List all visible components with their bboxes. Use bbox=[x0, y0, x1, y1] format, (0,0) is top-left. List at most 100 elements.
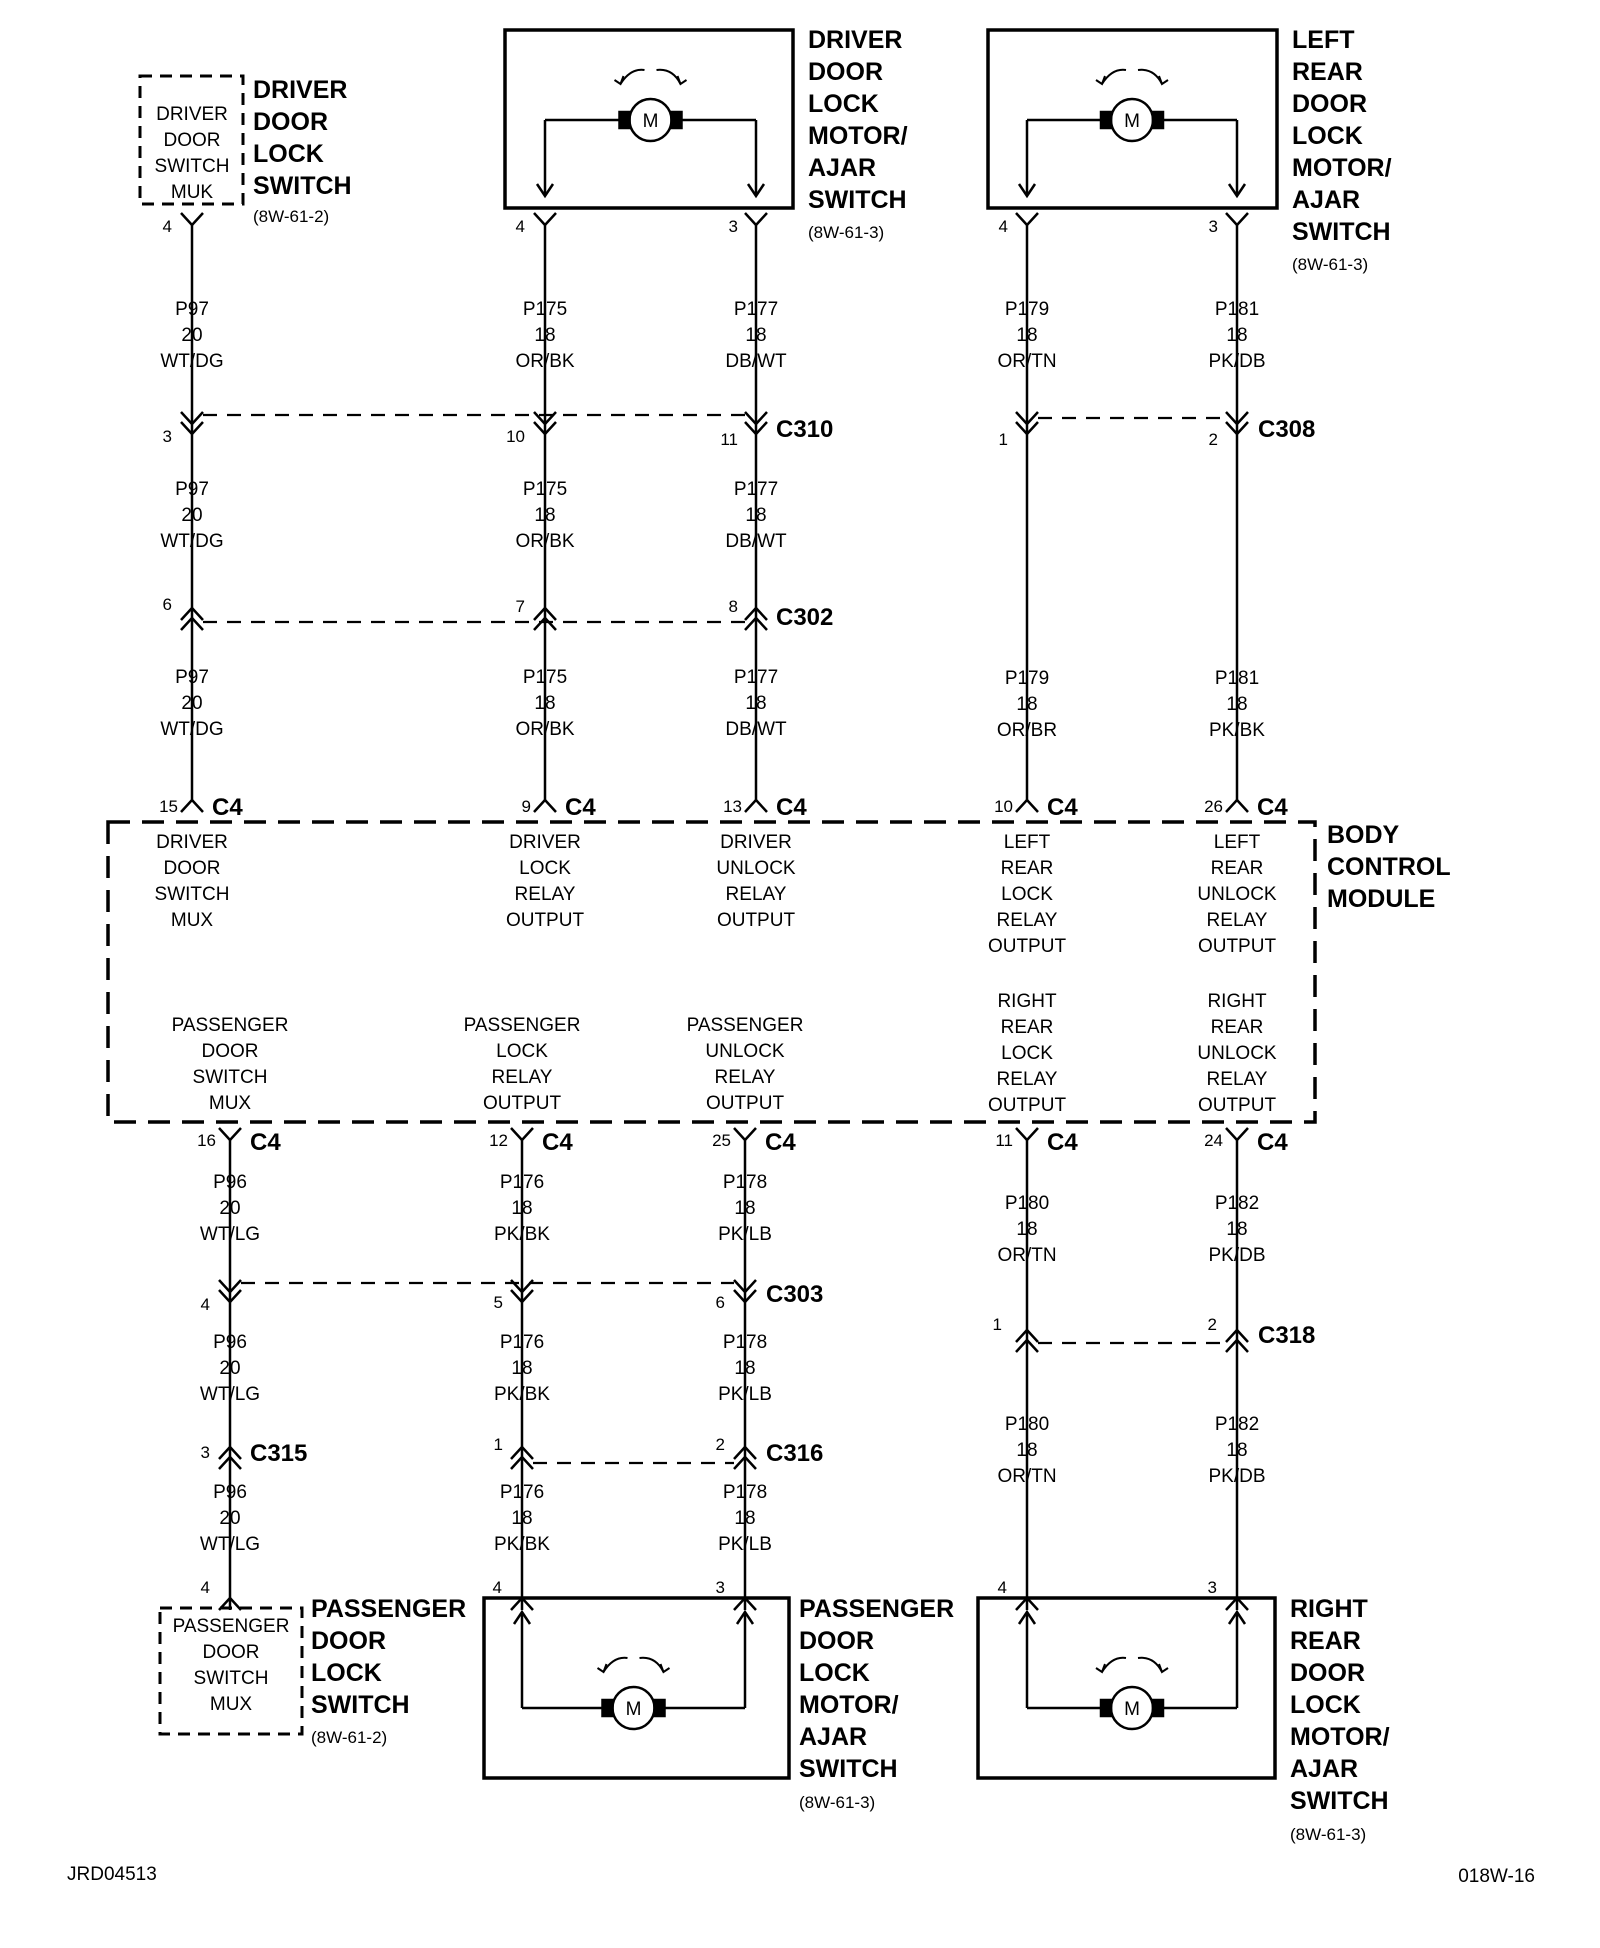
pin-number: 9 bbox=[522, 797, 531, 816]
pin-number: 1 bbox=[494, 1435, 503, 1454]
wire-label: WT/DG bbox=[160, 351, 223, 372]
arrow-icon bbox=[676, 75, 688, 86]
pin-number: 26 bbox=[1204, 797, 1223, 816]
component-title: DOOR bbox=[799, 1627, 874, 1655]
wire-label: 18 bbox=[1226, 1440, 1247, 1461]
motor-brush bbox=[1099, 110, 1113, 130]
connector-symbol bbox=[1225, 421, 1249, 436]
wire-label: PK/DB bbox=[1208, 1466, 1265, 1487]
wire-label: OR/BK bbox=[515, 719, 574, 740]
component-ref: (8W-61-2) bbox=[311, 1728, 387, 1747]
wire-label: WT/LG bbox=[200, 1224, 260, 1245]
connector-symbol bbox=[510, 1289, 534, 1304]
bcm-function-label: RELAY bbox=[1207, 910, 1268, 931]
arrow-icon bbox=[1158, 1663, 1169, 1674]
switch-box-text: SWITCH bbox=[194, 1668, 269, 1689]
bcm-function-label: RELAY bbox=[997, 910, 1058, 931]
connector-symbol bbox=[1225, 411, 1249, 426]
pin-number: 4 bbox=[493, 1578, 502, 1597]
wire-label: 18 bbox=[734, 1358, 755, 1379]
terminal-symbol bbox=[1015, 1127, 1039, 1142]
wire-label: P182 bbox=[1215, 1193, 1259, 1214]
pin-number: 13 bbox=[723, 797, 742, 816]
component-title: SWITCH bbox=[1292, 218, 1391, 246]
connector-symbol bbox=[733, 1279, 757, 1294]
component-title: REAR bbox=[1292, 58, 1363, 86]
wire-label: DB/WT bbox=[725, 351, 787, 372]
bcm-function-label: RELAY bbox=[997, 1069, 1058, 1090]
component-title: SWITCH bbox=[253, 172, 352, 200]
pin-number: 4 bbox=[201, 1295, 210, 1314]
wire-label: P182 bbox=[1215, 1414, 1259, 1435]
component-title: AJAR bbox=[808, 154, 876, 182]
terminal-symbol bbox=[744, 798, 768, 813]
wire-label: 18 bbox=[1226, 1219, 1247, 1240]
bcm-function-label: DOOR bbox=[202, 1041, 259, 1062]
component-title: LOCK bbox=[1290, 1691, 1361, 1719]
bcm-function-label: OUTPUT bbox=[506, 910, 585, 931]
connector-symbol bbox=[533, 421, 557, 436]
wire-label: 18 bbox=[734, 1198, 755, 1219]
connector-symbol bbox=[180, 421, 204, 436]
component-title: MOTOR/ bbox=[808, 122, 908, 150]
bcm-function-label: UNLOCK bbox=[705, 1041, 785, 1062]
pin-number: 4 bbox=[201, 1578, 210, 1597]
component-title: LOCK bbox=[253, 140, 324, 168]
connector-symbol bbox=[180, 606, 204, 621]
connector-symbol bbox=[1015, 411, 1039, 426]
wire-label: OR/TN bbox=[997, 1466, 1056, 1487]
component-title: AJAR bbox=[1292, 186, 1360, 214]
connector-symbol bbox=[533, 616, 557, 631]
wire-label: PK/DB bbox=[1208, 351, 1265, 372]
bcm-function-label: OUTPUT bbox=[988, 1095, 1067, 1116]
wire-label: P179 bbox=[1005, 668, 1049, 689]
connector-label: C4 bbox=[765, 1129, 796, 1156]
wire-label: 18 bbox=[745, 505, 766, 526]
wire-label: 18 bbox=[1226, 694, 1247, 715]
arrow-icon bbox=[1095, 75, 1106, 86]
wire-label: 20 bbox=[181, 693, 202, 714]
bcm-function-label: LEFT bbox=[1004, 832, 1051, 853]
terminal-symbol bbox=[533, 798, 557, 813]
terminal-symbol bbox=[180, 798, 204, 813]
wire-label: 18 bbox=[1226, 325, 1247, 346]
bcm-function-label: PASSENGER bbox=[464, 1015, 581, 1036]
wire-label: OR/TN bbox=[997, 351, 1056, 372]
connector-symbol bbox=[1015, 1338, 1039, 1353]
connector-label: C4 bbox=[212, 794, 243, 821]
pin-number: 2 bbox=[1208, 1315, 1217, 1334]
bcm-function-label: REAR bbox=[1211, 1017, 1264, 1038]
bcm-function-label: LOCK bbox=[519, 858, 571, 879]
pin-number: 6 bbox=[163, 595, 172, 614]
wire-label: P97 bbox=[175, 299, 209, 320]
component-ref: (8W-61-3) bbox=[1292, 255, 1368, 274]
motor-symbol: M bbox=[1124, 111, 1140, 132]
connector-label: C308 bbox=[1258, 416, 1315, 443]
component-ref: (8W-61-3) bbox=[808, 223, 884, 242]
bcm-function-label: REAR bbox=[1211, 858, 1264, 879]
component-title: LEFT bbox=[1292, 26, 1355, 54]
bcm-function-label: LOCK bbox=[496, 1041, 548, 1062]
component-title: LOCK bbox=[808, 90, 879, 118]
pin-number: 3 bbox=[729, 217, 738, 236]
wire-label: 18 bbox=[511, 1358, 532, 1379]
wire-label: OR/BK bbox=[515, 531, 574, 552]
pin-number: 2 bbox=[716, 1435, 725, 1454]
component-title: MOTOR/ bbox=[799, 1691, 899, 1719]
wire-label: 18 bbox=[1016, 1219, 1037, 1240]
bcm-function-label: MUX bbox=[171, 910, 214, 931]
pin-number: 16 bbox=[197, 1131, 216, 1150]
component-title: LOCK bbox=[1292, 122, 1363, 150]
pin-number: 10 bbox=[506, 427, 525, 446]
motor-brush bbox=[601, 1698, 614, 1718]
connector-symbol bbox=[1015, 1328, 1039, 1343]
terminal-symbol bbox=[744, 212, 768, 227]
wire-label: P177 bbox=[734, 667, 778, 688]
component-title: SWITCH bbox=[799, 1755, 898, 1783]
pin-number: 4 bbox=[998, 1578, 1007, 1597]
component-title: DOOR bbox=[1290, 1659, 1365, 1687]
terminal-symbol bbox=[1225, 1127, 1249, 1142]
pin-number: 25 bbox=[712, 1131, 731, 1150]
terminal-symbol bbox=[1225, 798, 1249, 813]
wire-label: WT/DG bbox=[160, 531, 223, 552]
